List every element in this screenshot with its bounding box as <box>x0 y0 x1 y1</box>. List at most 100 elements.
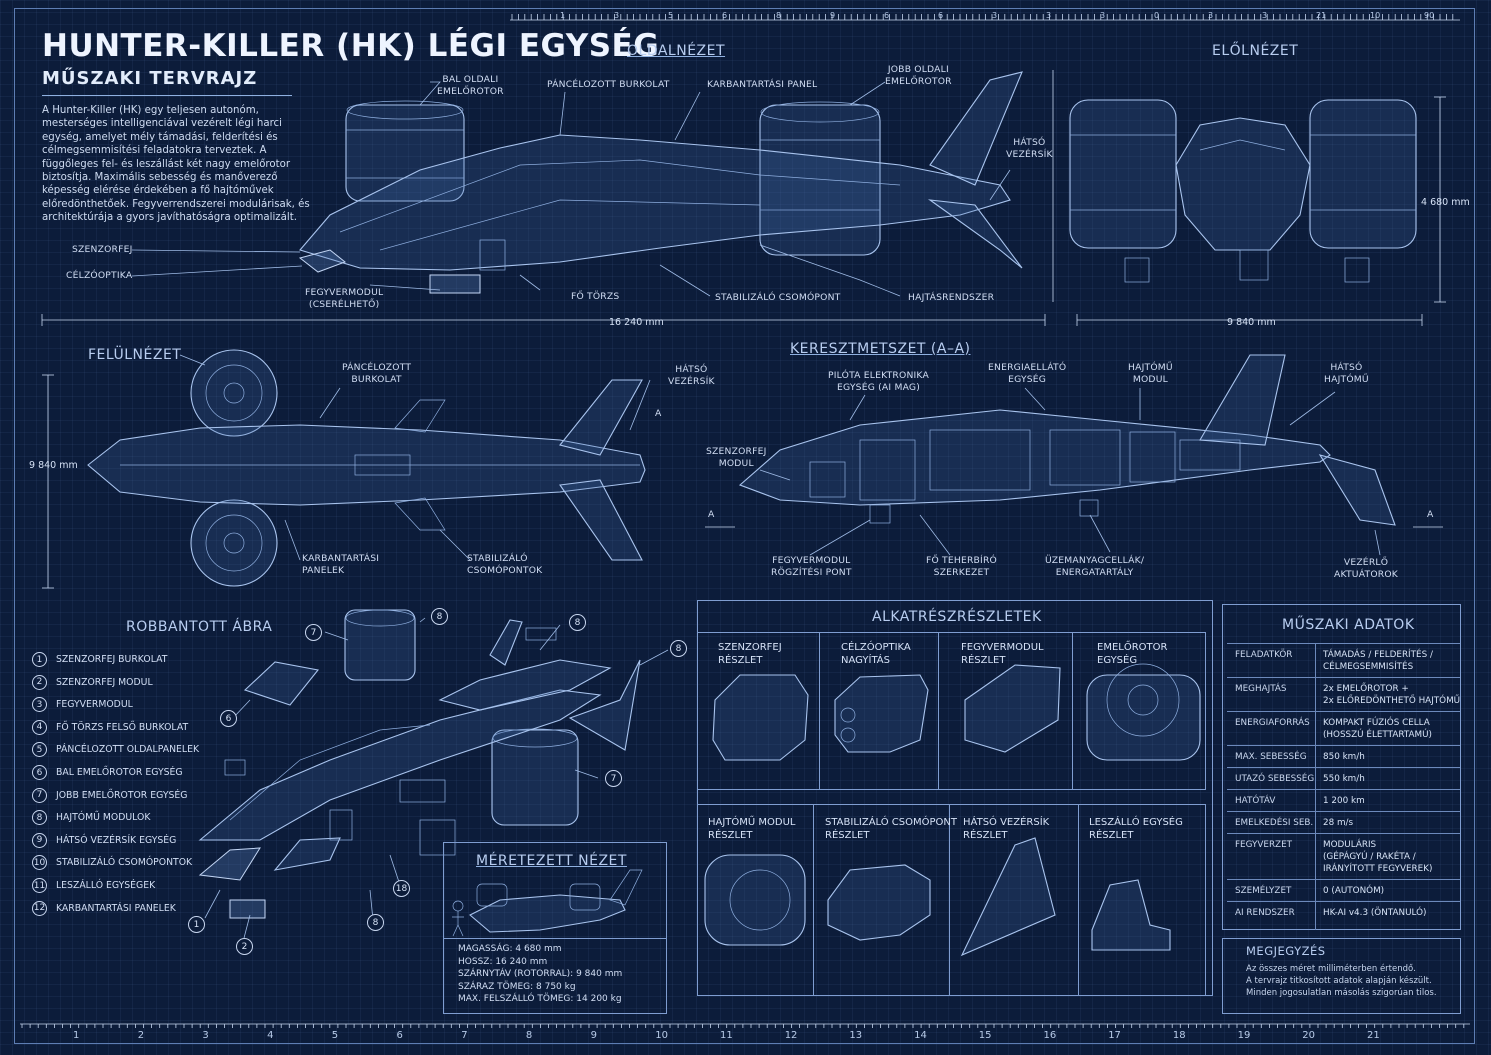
ruler-number: 3 <box>1208 11 1214 20</box>
front-width-dim: 9 840 mm <box>1227 317 1276 328</box>
item-number-badge: 11 <box>32 878 47 893</box>
scaled-dim-line: HOSSZ: 16 240 mm <box>458 956 548 967</box>
ruler-number: 9 <box>590 1030 597 1041</box>
blueprint-frame <box>14 8 1475 1044</box>
spec-key: MAX. SEBESSÉG <box>1235 752 1307 762</box>
item-label: JOBB EMELŐROTOR EGYSÉG <box>56 789 188 801</box>
callout-circle: 2 <box>236 938 253 955</box>
spec-value: 1 200 km <box>1323 796 1365 806</box>
scaled-dims-list: MAGASSÁG: 4 680 mm HOSSZ: 16 240 mm SZÁR… <box>458 943 622 1006</box>
part-title-rear-fin: HÁTSÓ VEZÉRSÍK RÉSZLET <box>963 817 1050 841</box>
page-title: HUNTER-KILLER (HK) LÉGI EGYSÉG <box>42 28 660 64</box>
part-title-lift-rotor: EMELŐROTOR EGYSÉG <box>1097 642 1168 666</box>
callout-circle: 8 <box>670 640 687 657</box>
spec-key: EMELKEDÉSI SEB. <box>1235 818 1314 828</box>
scaled-view-panel <box>443 842 667 1014</box>
spec-key: FELADATKÖR <box>1235 650 1293 660</box>
label-stab-nodes-top: STABILIZÁLÓ CSOMÓPONTOK <box>467 553 543 576</box>
spec-value: 850 km/h <box>1323 752 1365 762</box>
ruler-number: 1 <box>73 1030 80 1041</box>
ruler-number: 2 <box>137 1030 145 1041</box>
part-cell <box>1078 804 1206 996</box>
part-title-engine: HAJTÓMŰ MODUL RÉSZLET <box>708 817 796 841</box>
part-title-sensor-head: SZENZORFEJ RÉSZLET <box>718 642 782 666</box>
label-weapon-module: FEGYVERMODUL (CSERÉLHETŐ) <box>305 287 384 310</box>
callout-circle: 7 <box>305 624 322 641</box>
ruler-number: 8 <box>776 11 782 20</box>
spec-row: EMELKEDÉSI SEB.28 m/s <box>1227 811 1460 834</box>
item-number-badge: 5 <box>32 742 47 758</box>
part-title-stab-node: STABILIZÁLÓ CSOMÓPONT RÉSZLET <box>825 817 957 841</box>
spec-value: 2x EMELŐROTOR + 2x ELŐREDÖNTHETŐ HAJTÓMŰ <box>1323 684 1461 706</box>
item-number-badge: 3 <box>32 697 47 713</box>
spec-value: 0 (AUTONÓM) <box>1323 886 1385 896</box>
label-sensor-head: SZENZORFEJ <box>72 244 133 255</box>
label-power-unit: ENERGIAELLÁTÓ EGYSÉG <box>988 362 1067 385</box>
spec-key: AI RENDSZER <box>1235 908 1295 918</box>
ruler-number: 6 <box>722 11 728 20</box>
scaled-view-drawing <box>452 869 643 937</box>
note-line: A tervrajz titkosított adatok alapján ké… <box>1246 976 1432 986</box>
section-mark-top: A <box>655 408 662 419</box>
scaled-dim-line: SZÁRAZ TÖMEG: 8 750 kg <box>458 981 576 992</box>
ruler-number: 90 <box>1424 11 1435 20</box>
exploded-list-item: 5 PÁNCÉLOZOTT OLDALPANELEK <box>32 742 200 758</box>
item-number-badge: 7 <box>32 787 47 803</box>
note-line: Az összes méret milliméterben értendő. <box>1246 964 1416 974</box>
ruler-number: 3 <box>1046 11 1052 20</box>
label-weapon-mount: FEGYVERMODUL RÖGZÍTÉSI PONT <box>771 555 852 578</box>
spec-key: FEGYVERZET <box>1235 840 1293 850</box>
label-maint-panel: KARBANTARTÁSI PANEL <box>707 79 818 90</box>
item-label: STABILIZÁLÓ CSOMÓPONTOK <box>56 857 193 869</box>
label-maint-panels-top: KARBANTARTÁSI PANELEK <box>302 553 380 576</box>
label-armor-side: PÁNCÉLOZOTT BURKOLAT <box>547 79 670 90</box>
callout-circle: 7 <box>605 770 622 787</box>
ruler-number: 1 <box>560 11 566 20</box>
item-number-badge: 4 <box>32 719 47 735</box>
ruler-number: 3 <box>1100 11 1106 20</box>
label-fuel-cells: ÜZEMANYAGCELLÁK/ ENERGATARTÁLY <box>1045 555 1145 578</box>
top-width-dim: 9 840 mm <box>29 460 78 471</box>
label-sensor-module: SZENZORFEJ MODUL <box>706 446 767 469</box>
item-label: PÁNCÉLOZOTT OLDALPANELEK <box>56 744 200 756</box>
label-ai-core: PILÓTA ELEKTRONIKA EGYSÉG (AI MAG) <box>828 370 929 393</box>
item-number-badge: 1 <box>32 652 47 667</box>
callout-circle: 18 <box>393 880 410 897</box>
side-length-dim: 16 240 mm <box>609 317 664 328</box>
note-line: Minden jogosulatlan másolás szigorúan ti… <box>1246 988 1437 998</box>
ruler-number: 12 <box>784 1030 798 1041</box>
ruler-number: 3 <box>992 11 998 20</box>
spec-row: MAX. SEBESSÉG 850 km/h <box>1227 745 1460 768</box>
ruler-number: 17 <box>1108 1030 1121 1041</box>
top-ruler <box>510 14 1460 21</box>
ruler-number: 6 <box>884 11 890 20</box>
label-armor-top: PÁNCÉLOZOTT BURKOLAT <box>342 362 412 385</box>
bottom-ruler <box>20 1023 1470 1028</box>
ruler-number: 3 <box>1262 11 1268 20</box>
label-rear-fin-top: HÁTSÓ VEZÉRSÍK <box>668 364 715 387</box>
ruler-number: 3 <box>614 11 620 20</box>
item-label: SZENZORFEJ MODUL <box>56 676 153 688</box>
specs-panel <box>1222 604 1461 930</box>
ruler-number: 6 <box>938 11 944 20</box>
part-cell <box>1072 632 1206 790</box>
side-view-drawing <box>41 70 1054 326</box>
item-number-badge: 10 <box>32 855 47 871</box>
label-rear-engine: HÁTSÓ HAJTÓMŰ <box>1324 362 1369 385</box>
scaled-divider <box>443 938 667 939</box>
page-subtitle: MŰSZAKI TERVRAJZ <box>42 68 258 89</box>
front-view-title: ELŐLNÉZET <box>1212 43 1299 59</box>
